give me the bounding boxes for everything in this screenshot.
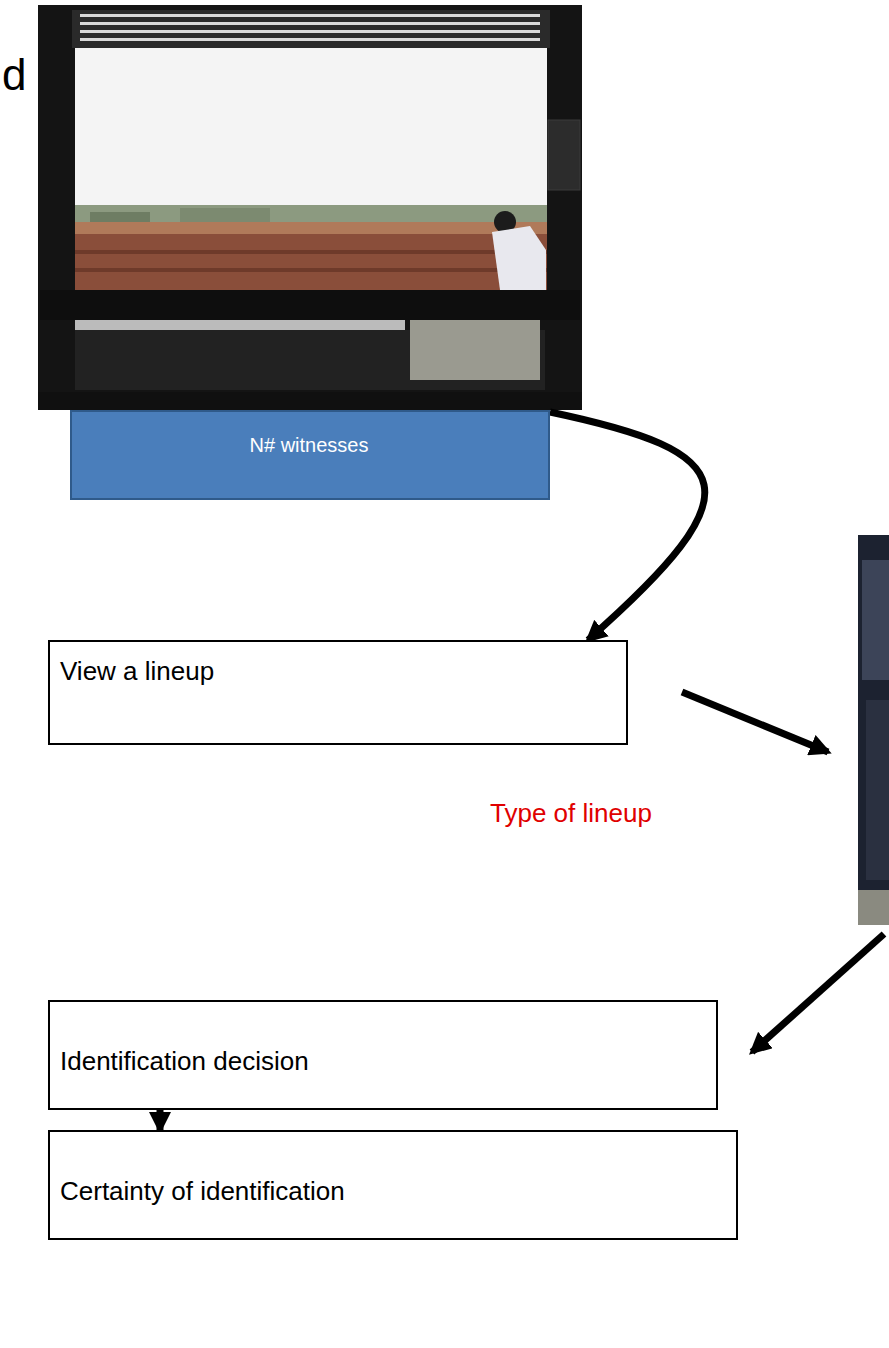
crime-scene-photo — [38, 5, 582, 410]
flow-arrow — [157, 1110, 164, 1130]
node-text: Certainty of identification — [60, 1176, 724, 1207]
cut-letter: d — [2, 50, 26, 100]
node-text: N# witnesses — [82, 434, 536, 457]
factor-label: Type of lineup — [490, 798, 652, 829]
flow-arrow — [550, 412, 705, 640]
process-box: View a lineup — [48, 640, 628, 745]
node-text: View a lineup — [60, 656, 614, 687]
process-box: Certainty of identification — [48, 1130, 738, 1240]
lineup-photo — [858, 535, 889, 925]
process-box: Identification decision — [48, 1000, 718, 1110]
count-box: N# witnesses — [70, 410, 550, 500]
flow-arrow — [682, 692, 828, 752]
flow-arrow — [752, 934, 884, 1052]
node-text: Identification decision — [60, 1046, 704, 1077]
